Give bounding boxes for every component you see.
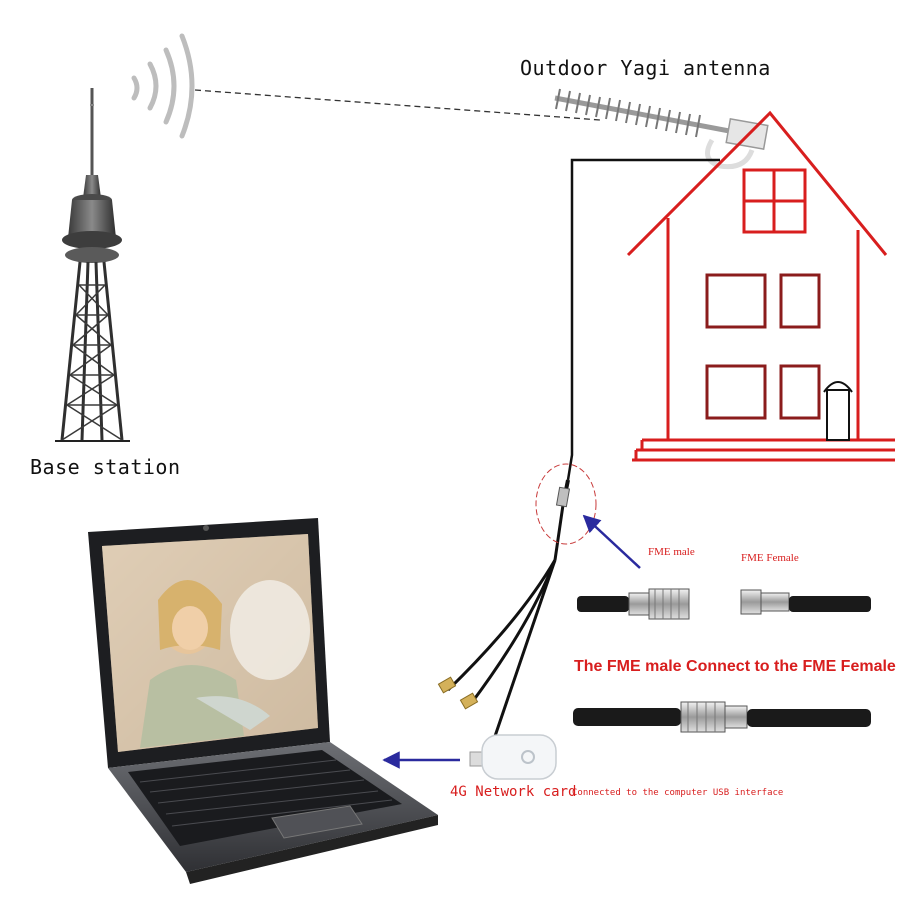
fme-joint	[555, 486, 571, 508]
signal-link	[194, 89, 601, 121]
usb-network-card	[469, 734, 557, 780]
fme-joint-highlight	[535, 463, 597, 545]
fme-joined-connector	[573, 701, 871, 733]
house-illustration	[626, 110, 895, 462]
signal-waves-icon	[131, 33, 195, 139]
laptop	[88, 518, 438, 884]
fme-pointer-arrow	[582, 514, 641, 569]
usb-note-label: Connected to the computer USB interface	[572, 788, 784, 798]
fme-female-label: FME Female	[741, 552, 799, 564]
connect-caption: The FME male Connect to the FME Female	[574, 658, 896, 675]
house-door	[823, 381, 853, 441]
base-station-tower	[55, 88, 130, 442]
house-windows	[705, 168, 821, 420]
base-station-label: Base station	[30, 455, 181, 479]
sma-connectors	[437, 676, 479, 710]
antenna-label: Outdoor Yagi antenna	[520, 56, 771, 80]
fme-male-connector	[577, 588, 690, 620]
fme-female-connector	[740, 589, 871, 615]
yagi-antenna	[554, 88, 769, 170]
network-card-label: 4G Network card	[450, 784, 577, 800]
screen-photo	[102, 534, 318, 752]
fme-male-label: FME male	[648, 546, 695, 558]
